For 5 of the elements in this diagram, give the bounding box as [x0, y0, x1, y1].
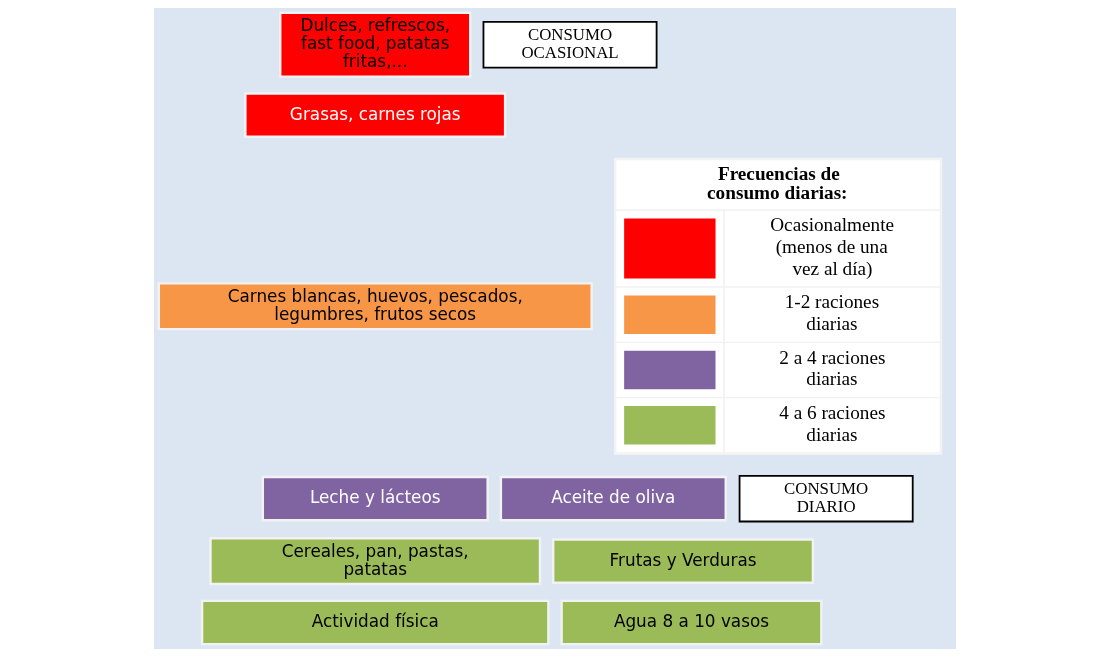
legend-label: 1-2 raciones diarias — [784, 291, 880, 335]
legend-label: 2 a 4 raciones diarias — [779, 346, 886, 390]
legend-label: Ocasionalmente (menos de una vez al día) — [770, 214, 895, 279]
label: Frecuencias de consumo diarias: — [707, 162, 848, 203]
legend-label: 4 a 6 raciones diarias — [779, 402, 886, 445]
